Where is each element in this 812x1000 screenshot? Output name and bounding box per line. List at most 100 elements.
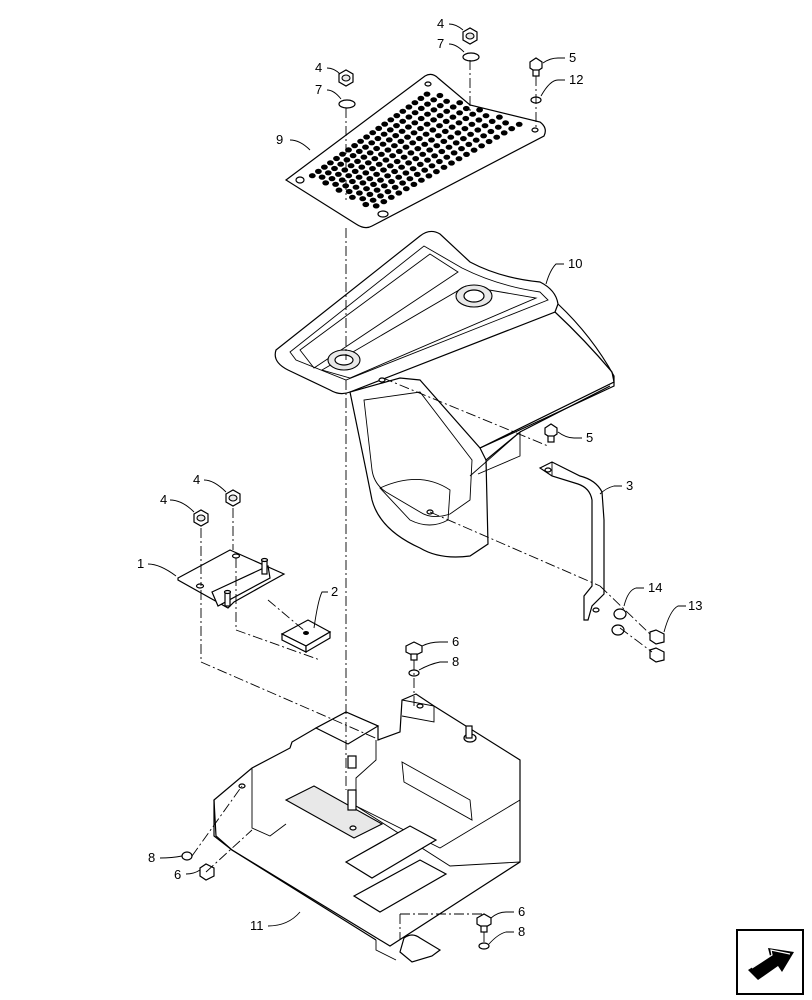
perforation-hole (345, 188, 353, 195)
washer-part-8-left (181, 851, 193, 861)
perforation-hole (384, 147, 392, 153)
perforation-hole (496, 114, 503, 120)
perforation-hole (349, 194, 356, 200)
perforated-plate-part-9 (284, 73, 546, 229)
perforation-hole (417, 95, 425, 101)
perforation-hole (349, 153, 357, 159)
callout-12: 12 (569, 72, 583, 87)
perforation-hole (418, 177, 425, 183)
washer-part-8-bottom (478, 942, 490, 950)
perforation-hole (405, 114, 413, 120)
callout-10: 10 (568, 256, 582, 271)
perforation-hole (508, 126, 516, 132)
perforation-hole (404, 134, 411, 140)
perforation-hole (395, 174, 403, 180)
perforation-hole (443, 98, 450, 104)
perforation-hole (449, 114, 457, 120)
perforation-hole (436, 92, 444, 99)
perforation-hole (436, 158, 443, 165)
callout-4-left: 4 (315, 60, 322, 75)
base-tray-part-11 (213, 693, 521, 963)
perforation-hole (362, 144, 369, 150)
perforation-hole (380, 199, 388, 205)
perforation-hole (384, 189, 392, 195)
perforation-hole (337, 161, 345, 167)
bolt-part-13-a (649, 629, 665, 645)
perforation-hole (395, 148, 403, 154)
perforation-hole (345, 147, 352, 153)
perforation-hole (357, 138, 364, 144)
perforation-hole (440, 164, 448, 170)
perforation-hole (335, 187, 343, 193)
perforation-hole (335, 171, 342, 177)
perforation-hole (448, 160, 455, 166)
perforation-hole (371, 156, 379, 162)
perforation-hole (475, 117, 483, 123)
callout-5-top: 5 (569, 50, 576, 65)
next-page-arrow-icon[interactable] (736, 929, 804, 995)
perforation-hole (419, 151, 427, 157)
perforation-hole (433, 143, 441, 149)
perforation-hole (380, 183, 388, 189)
perforation-hole (356, 190, 363, 196)
perforation-hole (417, 115, 425, 122)
perforation-hole (454, 130, 462, 136)
perforation-hole (382, 157, 390, 163)
perforation-hole (443, 154, 451, 160)
perforation-hole (480, 133, 487, 139)
perforation-hole (455, 120, 463, 126)
callout-14: 14 (648, 580, 662, 595)
perforation-hole (351, 143, 358, 149)
bolt-part-6-bottom (476, 913, 492, 933)
perforation-hole (428, 137, 435, 143)
perforation-hole (407, 150, 415, 156)
perforation-hole (389, 153, 396, 159)
perforation-hole (493, 134, 501, 140)
washer-part-14-b (611, 624, 625, 636)
perforation-holes (308, 91, 523, 209)
perforation-hole (387, 194, 395, 200)
nut-part-4-plate-a (225, 489, 241, 507)
perforation-hole (358, 164, 366, 170)
perforation-hole (494, 124, 502, 130)
perforation-hole (338, 177, 346, 183)
perforation-hole (443, 108, 451, 114)
callout-6-left: 6 (174, 867, 181, 882)
perforation-hole (463, 151, 470, 157)
perforation-hole (363, 186, 370, 192)
perforation-hole (476, 107, 483, 113)
perforation-hole (422, 131, 430, 137)
perforation-hole (487, 128, 495, 135)
perforation-hole (406, 176, 414, 182)
callout-labels: 4 7 4 7 5 12 9 10 5 3 4 4 1 2 14 13 6 8 … (137, 16, 702, 939)
callout-11: 11 (250, 918, 264, 933)
perforation-hole (436, 123, 443, 129)
perforation-hole (386, 163, 394, 169)
perforation-hole (455, 156, 463, 162)
callout-7-top: 7 (437, 36, 444, 51)
perforation-hole (485, 138, 493, 145)
perforation-hole (429, 127, 437, 133)
fasteners (181, 27, 665, 950)
perforation-hole (428, 163, 436, 169)
perforation-hole (405, 104, 413, 110)
perforation-hole (447, 134, 455, 140)
perforation-hole (417, 105, 425, 111)
perforation-hole (385, 137, 393, 143)
perforation-hole (425, 173, 433, 179)
perforation-hole (377, 177, 384, 183)
perforation-hole (421, 141, 429, 147)
callout-9: 9 (276, 132, 283, 147)
assembly-centerlines (191, 60, 653, 944)
perforation-hole (378, 151, 385, 157)
perforation-hole (430, 117, 437, 123)
perforation-hole (470, 147, 478, 153)
perforation-hole (360, 154, 368, 160)
plate-part-1 (177, 549, 286, 609)
callout-7-left: 7 (315, 82, 322, 97)
perforation-hole (469, 111, 477, 117)
perforation-hole (488, 118, 496, 124)
perforation-hole (449, 104, 457, 110)
callout-2: 2 (331, 584, 338, 599)
